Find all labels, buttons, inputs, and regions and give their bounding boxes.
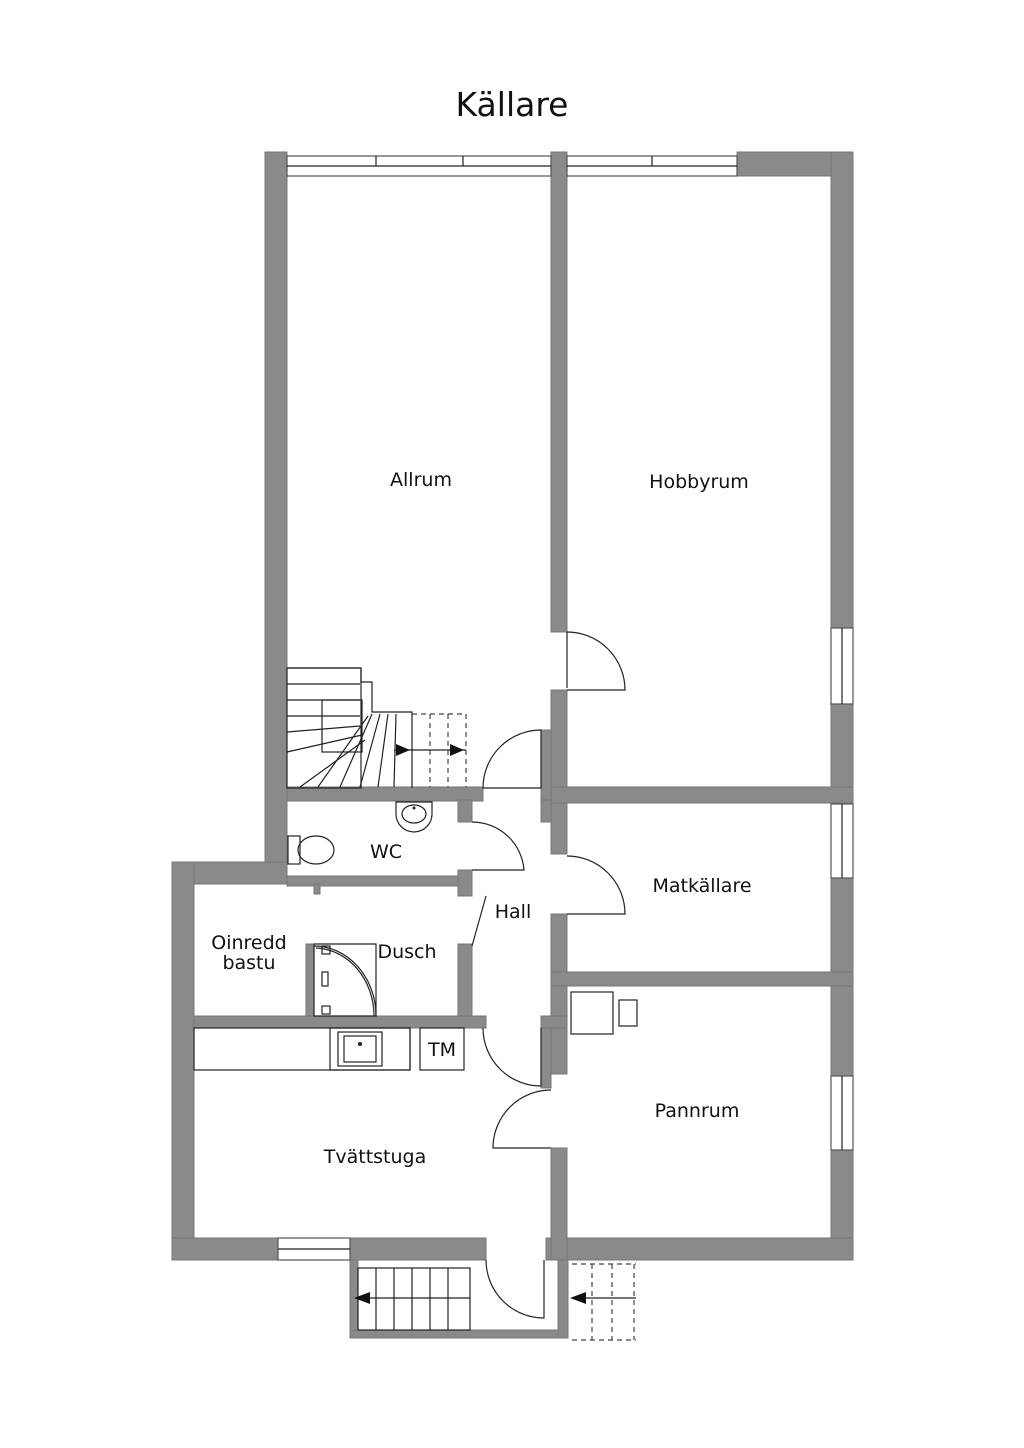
wall-dusch-right: [457, 943, 473, 1029]
boiler-fixtures: [570, 991, 638, 1035]
wall-bastu-nub: [313, 883, 321, 895]
laundry-fixtures: [193, 1027, 465, 1071]
door-pannrum: [492, 1089, 552, 1149]
exterior-stairs: [354, 1263, 636, 1341]
wall-dusch-left: [305, 943, 315, 1029]
wall-center-upper: [550, 151, 568, 633]
wall-ext-stair-bottom: [349, 1329, 569, 1339]
room-label-hobbyrum: Hobbyrum: [649, 471, 749, 493]
room-label-oinredd: Oinredd: [211, 932, 286, 954]
wall-bottom-3: [545, 1237, 854, 1261]
room-label-tm: TM: [427, 1039, 456, 1061]
door-dusch: [471, 895, 487, 947]
door-wc: [471, 821, 525, 871]
shower: [313, 943, 377, 1017]
wc-fixtures: [287, 801, 433, 865]
wall-dusch-bottom: [193, 1015, 487, 1029]
wall-left-lower: [171, 861, 195, 1261]
door-hall-lower: [482, 1027, 542, 1087]
washing-machine: [419, 1027, 465, 1071]
room-label-allrum: Allrum: [390, 469, 452, 491]
door-matkallare: [566, 855, 626, 915]
room-label-hall: Hall: [495, 901, 532, 923]
room-label-pannrum: Pannrum: [655, 1100, 740, 1122]
wall-hall-lower-right: [540, 1027, 552, 1089]
wall-bottom-1: [171, 1237, 279, 1261]
room-label-wc: WC: [370, 841, 402, 863]
wall-hall-right-stub: [540, 729, 552, 801]
wall-stair-bottom: [286, 786, 484, 802]
wall-hall-bottom-right: [540, 1015, 568, 1029]
wall-center-mid: [550, 689, 568, 801]
room-label-bastu: bastu: [222, 952, 275, 974]
walls: [171, 151, 854, 1339]
wall-ext-stair-right: [557, 1259, 569, 1339]
room-label-dusch: Dusch: [377, 941, 436, 963]
plan-title: Källare: [456, 85, 569, 124]
interior-stairs: [286, 667, 467, 789]
wall-hobby-bottom: [540, 786, 854, 804]
door-hobbyrum: [566, 631, 626, 691]
wall-center-mid2: [550, 799, 568, 855]
wall-right-1: [830, 151, 854, 629]
wall-wc-right-bottom: [457, 869, 473, 897]
wall-center-bottom: [550, 1147, 568, 1261]
room-label-tvattstuga: Tvättstuga: [323, 1146, 427, 1168]
wall-center-lower: [550, 913, 568, 1075]
wall-left-upper: [264, 151, 288, 865]
wall-wc-right-top: [457, 799, 473, 823]
doors: [471, 631, 626, 1319]
wall-bottom-2: [349, 1237, 487, 1261]
room-label-matkallare: Matkällare: [652, 875, 751, 897]
door-exterior: [485, 1259, 545, 1319]
wall-hall-right-top: [540, 799, 552, 823]
door-hall-top: [482, 729, 542, 789]
wall-matk-bottom: [550, 971, 854, 987]
windows: [277, 155, 854, 1261]
